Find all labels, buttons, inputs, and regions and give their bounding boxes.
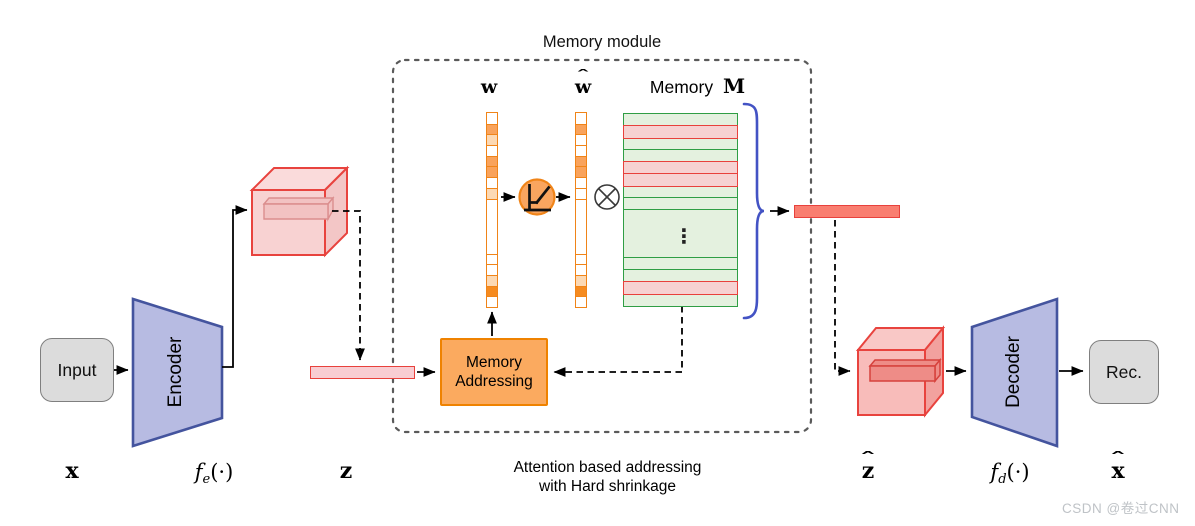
memory-row (623, 173, 738, 187)
memory-module-title: Memory module (542, 33, 662, 51)
hat-accent: ˆ (859, 448, 877, 468)
input-node: Input (40, 338, 114, 402)
w-cell (487, 113, 497, 124)
w-cell (487, 187, 497, 199)
caption-line2: with Hard shrinkage (539, 478, 676, 495)
z-vector-bar (310, 366, 415, 379)
latent-cube-z-hat (855, 325, 946, 418)
decoder-function-annotation: fd(·) (990, 460, 1030, 487)
w-hat-cell (576, 155, 586, 167)
w-cell (487, 274, 497, 286)
w-hat-cell (576, 166, 586, 178)
caption-line1: Attention based addressing (513, 459, 702, 476)
x-annotation: x (65, 458, 79, 484)
retrieved-feature-bar (794, 205, 900, 218)
w-hat-cell (576, 198, 586, 254)
latent-cube-z (249, 165, 350, 258)
encoder-label: Encoder (165, 336, 186, 408)
addressing-label-line1: Memory (466, 354, 522, 371)
w-cell (487, 134, 497, 146)
decoder-label: Decoder (1003, 336, 1024, 408)
w-hat-cell (576, 113, 586, 124)
watermark: CSDN @卷过CNN (1062, 501, 1180, 516)
memory-addressing-node: Memory Addressing (440, 338, 548, 406)
z-annotation: z (339, 458, 353, 484)
w-hat-cell (576, 177, 586, 188)
w-cell (487, 264, 497, 275)
hard-shrinkage-icon (518, 178, 556, 216)
arrow-encoder-to-cube (222, 205, 248, 368)
w-hat-cell (576, 187, 586, 199)
w-hat-cell (576, 296, 586, 307)
w-cell (487, 123, 497, 135)
encoder-function-annotation: fe(·) (194, 460, 234, 487)
w-hat-cell (576, 134, 586, 146)
latent-slab-red (868, 357, 942, 384)
w-hat-cell (576, 264, 586, 275)
addressing-label-line2: Addressing (455, 373, 533, 390)
dashed-arrow-cube-to-zbar (332, 210, 365, 361)
attention-weight-vector-w (486, 112, 498, 308)
vertical-ellipsis-icon: ⋮ (674, 224, 694, 248)
w-hat-cell (576, 145, 586, 156)
w-cell (487, 155, 497, 167)
decoder-trapezoid (970, 297, 1059, 448)
rec-label: Rec. (1106, 361, 1142, 382)
hat-accent: ˆ (575, 68, 591, 85)
addressing-caption: Attention based addressing with Hard shr… (445, 458, 770, 496)
shrunk-weight-vector-w-hat (575, 112, 587, 308)
w-label: w (480, 76, 498, 98)
dashed-arrow-redbar-to-cube (834, 220, 851, 376)
input-label: Input (57, 359, 97, 380)
dashed-arrow-memory-to-addressing (553, 306, 683, 377)
hat-accent: ˆ (1109, 448, 1127, 468)
memory-row (623, 281, 738, 295)
memory-row (623, 293, 738, 307)
w-cell (487, 166, 497, 178)
reconstruction-node: Rec. (1089, 340, 1159, 404)
memory-M-symbol: M (722, 74, 746, 98)
w-cell (487, 296, 497, 307)
latent-slab (262, 196, 335, 222)
memory-matrix (623, 113, 738, 307)
memory-row (623, 209, 738, 259)
memory-row (623, 125, 738, 139)
w-cell (487, 285, 497, 297)
encoder-trapezoid (131, 297, 224, 448)
memory-matrix-label: Memory M (649, 74, 746, 98)
w-cell (487, 253, 497, 265)
w-hat-cell (576, 253, 586, 265)
w-cell (487, 198, 497, 254)
w-hat-cell (576, 274, 586, 286)
w-hat-cell (576, 123, 586, 135)
multiply-icon (594, 184, 620, 210)
w-cell (487, 177, 497, 188)
w-hat-cell (576, 285, 586, 297)
w-cell (487, 145, 497, 156)
memory-brace-icon (742, 102, 765, 320)
